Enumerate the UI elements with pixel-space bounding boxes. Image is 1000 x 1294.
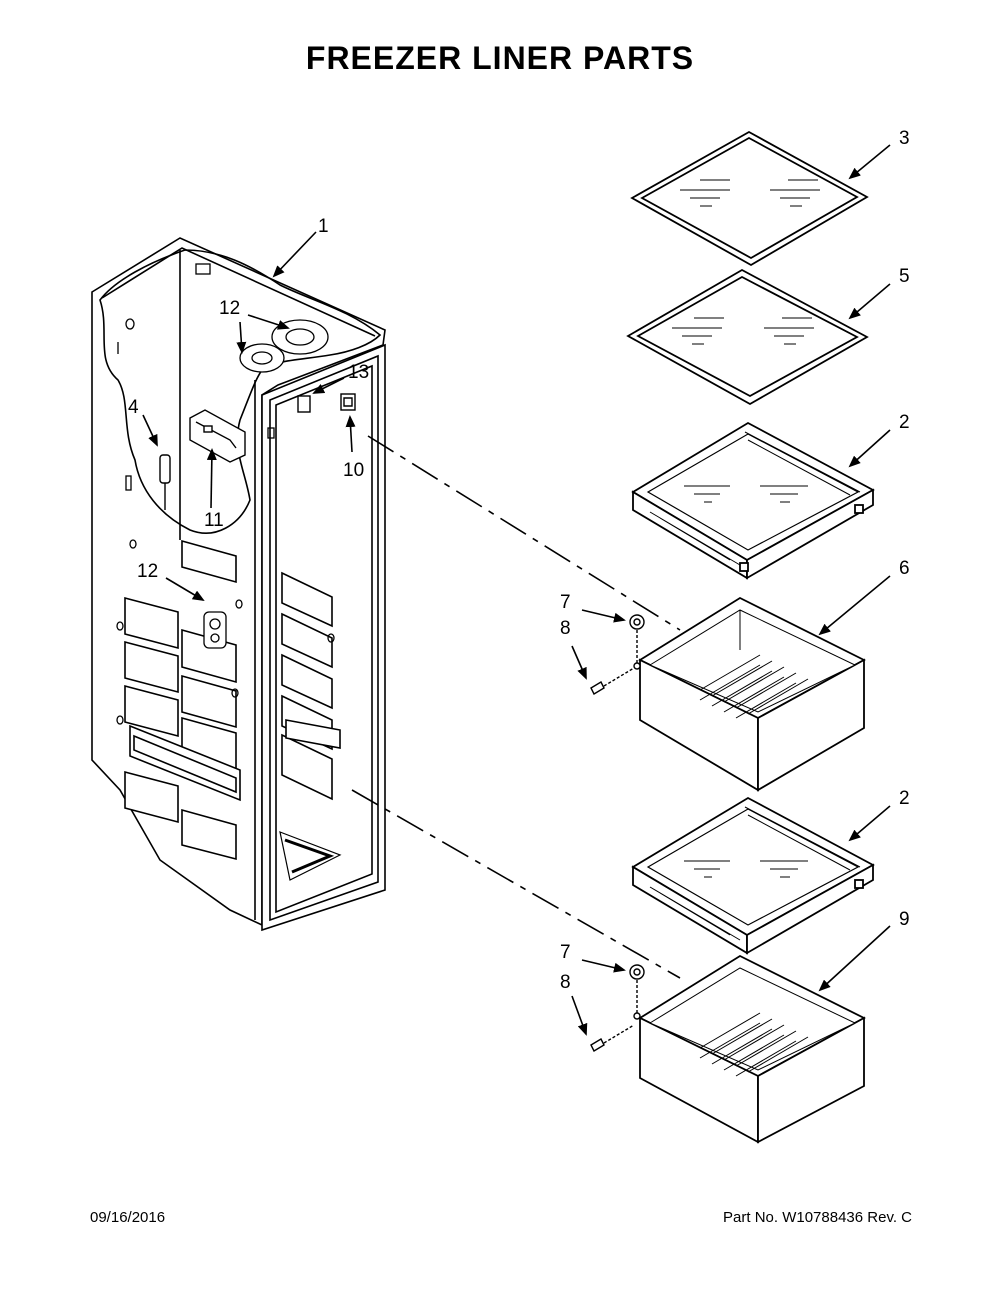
callout-2-upper: 2 [899,412,910,433]
callout-3: 3 [899,128,910,149]
callout-10: 10 [343,460,364,481]
liner-wall-panels [124,539,341,861]
callout-13: 13 [348,362,369,383]
callout-4: 4 [128,397,139,418]
part-11-housing [189,409,246,463]
callout-8-lower: 8 [560,972,571,993]
liner-details [116,263,335,725]
part-5-glass-shelf [626,268,869,406]
part-13-10-clips [297,393,356,413]
freezer-liner [91,237,386,932]
callout-6: 6 [899,558,910,579]
assembly-lines [351,435,681,979]
callout-7-lower: 7 [560,942,571,963]
footer-date: 09/16/2016 [90,1209,166,1226]
part-2-lower-framed-shelf [631,796,875,955]
part-2-upper-framed-shelf [631,421,875,580]
leader-arrows [142,144,891,1036]
callout-7-upper: 7 [560,592,571,613]
part-3-glass-shelf [630,130,869,267]
callout-2-lower: 2 [899,788,910,809]
callout-9: 9 [899,909,910,930]
part-7-8-lower [590,964,645,1052]
part-7-8-upper [590,614,645,695]
part-9-drawer [638,954,866,1144]
callout-11: 11 [204,510,224,531]
callout-12-lower: 12 [137,561,158,582]
page-title: FREEZER LINER PARTS [305,40,695,76]
callout-8-upper: 8 [560,618,571,639]
footer-part-number: Part No. W10788436 Rev. C [723,1209,912,1226]
callout-5: 5 [899,266,910,287]
part-12-lower-assembly [203,611,227,649]
part-6-drawer [638,596,866,792]
part-4-sensor [159,454,171,510]
callout-12-upper: 12 [219,298,240,319]
callout-1: 1 [318,216,329,237]
callout-labels: 1 3 5 2 6 2 9 12 4 11 12 13 10 7 8 7 8 [128,128,910,993]
